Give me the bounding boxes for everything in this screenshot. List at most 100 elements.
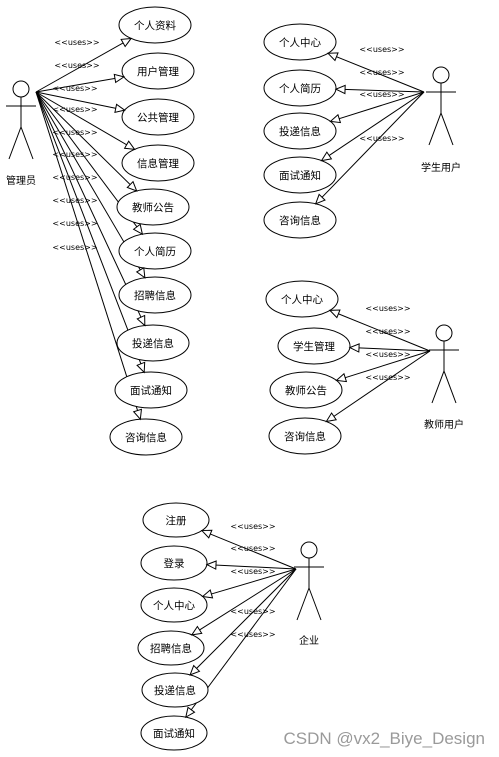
use-case-label: 面试通知 <box>153 727 195 740</box>
arrow-head <box>200 529 213 539</box>
relation-label: <<uses>> <box>230 544 275 553</box>
actor-leg-left <box>8 126 22 160</box>
use-case-label: 咨询信息 <box>125 431 167 444</box>
actor-head <box>435 324 453 342</box>
use-case-ellipse <box>118 232 192 270</box>
relation-label: <<uses>> <box>54 61 99 70</box>
arrow-head <box>335 372 348 383</box>
arrow-head <box>326 52 339 62</box>
association-line <box>35 91 125 111</box>
use-case-ellipse <box>140 715 208 751</box>
actor-label: 管理员 <box>6 174 36 187</box>
relation-label: <<uses>> <box>52 219 97 228</box>
arrow-head <box>132 223 144 236</box>
association-line <box>191 568 297 636</box>
watermark: CSDN @vx2_Biye_Design <box>283 729 485 748</box>
relation-label: <<uses>> <box>359 68 404 77</box>
relation-label: <<uses>> <box>230 630 275 639</box>
association-line <box>35 76 125 93</box>
arrow-head <box>123 140 136 150</box>
use-case-ellipse <box>263 201 337 239</box>
arrow-head <box>314 193 326 205</box>
relation-label: <<uses>> <box>52 128 97 137</box>
association-line <box>315 91 425 205</box>
actor-leg-right <box>20 126 34 160</box>
use-case-ellipse <box>121 98 195 136</box>
use-case-ellipse <box>263 69 337 107</box>
use-case-label: 个人资料 <box>134 19 176 32</box>
use-case-ellipse <box>114 371 188 409</box>
relation-label: <<uses>> <box>359 45 404 54</box>
use-case-label: 招聘信息 <box>150 642 192 655</box>
actor-leg-right <box>440 112 454 146</box>
relation-label: <<uses>> <box>359 90 404 99</box>
use-case-ellipse <box>118 6 192 44</box>
use-case-label: 投递信息 <box>279 125 321 138</box>
actor-leg-right <box>443 370 457 404</box>
use-case-label: 登录 <box>164 557 185 570</box>
association-line <box>35 38 132 93</box>
use-case-group: <<uses>><<uses>><<uses>><<uses>>个人中心学生管理… <box>265 280 464 455</box>
arrow-head <box>114 103 126 113</box>
relation-label: <<uses>> <box>365 327 410 336</box>
arrow-head <box>320 151 333 162</box>
use-case-ellipse <box>121 144 195 182</box>
arrow-head <box>334 84 346 95</box>
association-line <box>35 91 135 150</box>
use-case-label: 教师公告 <box>285 384 327 397</box>
actor-leg-left <box>296 587 310 621</box>
use-case-ellipse <box>140 545 208 581</box>
arrow-head <box>135 266 146 279</box>
arrow-head <box>329 113 342 124</box>
actor-label: 学生用户 <box>421 161 461 174</box>
use-case-label: 咨询信息 <box>279 214 321 227</box>
arrow-head <box>205 560 217 570</box>
use-case-label: 注册 <box>166 514 187 527</box>
actor-label: 教师用户 <box>424 418 464 431</box>
use-case-ellipse <box>109 418 183 456</box>
use-case-label: 面试通知 <box>279 169 321 182</box>
use-case-ellipse <box>141 672 209 708</box>
use-case-label: 投递信息 <box>132 337 174 350</box>
use-case-ellipse <box>116 324 190 362</box>
arrow-head <box>325 412 338 423</box>
use-case-group: <<uses>><<uses>><<uses>><<uses>><<uses>>… <box>137 502 324 751</box>
association-line <box>329 309 431 352</box>
association-line <box>35 91 138 192</box>
arrow-head <box>113 73 126 84</box>
association-line <box>206 564 297 570</box>
use-case-ellipse <box>265 280 339 318</box>
association-line <box>202 568 297 598</box>
association-line <box>330 91 425 122</box>
association-line <box>35 91 141 420</box>
actor-head <box>300 541 318 559</box>
use-case-label: 公共管理 <box>137 111 179 124</box>
relation-label: <<uses>> <box>230 607 275 616</box>
relation-label: <<uses>> <box>52 84 97 93</box>
association-line <box>201 530 297 570</box>
arrow-head <box>126 180 138 192</box>
actor-leg-left <box>428 112 442 146</box>
use-case-label: 招聘信息 <box>134 289 176 302</box>
arrow-head <box>136 361 146 374</box>
actor-leg-left <box>431 370 445 404</box>
use-case-ellipse <box>263 23 337 61</box>
actor-icon <box>426 66 456 146</box>
use-case-label: 用户管理 <box>137 65 179 78</box>
use-case-ellipse <box>140 587 208 623</box>
relation-label: <<uses>> <box>365 350 410 359</box>
use-case-ellipse <box>263 156 337 194</box>
use-case-label: 教师公告 <box>132 201 174 214</box>
actor-icon <box>6 80 36 160</box>
use-case-ellipse <box>142 502 210 538</box>
relation-label: <<uses>> <box>52 243 97 252</box>
association-line <box>35 91 145 373</box>
actor-icon <box>294 541 324 621</box>
use-case-label: 个人简历 <box>134 245 176 258</box>
use-case-ellipse <box>277 327 351 365</box>
arrow-head <box>328 309 341 319</box>
relation-label: <<uses>> <box>52 150 97 159</box>
relation-label: <<uses>> <box>365 373 410 382</box>
use-case-label: 个人简历 <box>279 82 321 95</box>
